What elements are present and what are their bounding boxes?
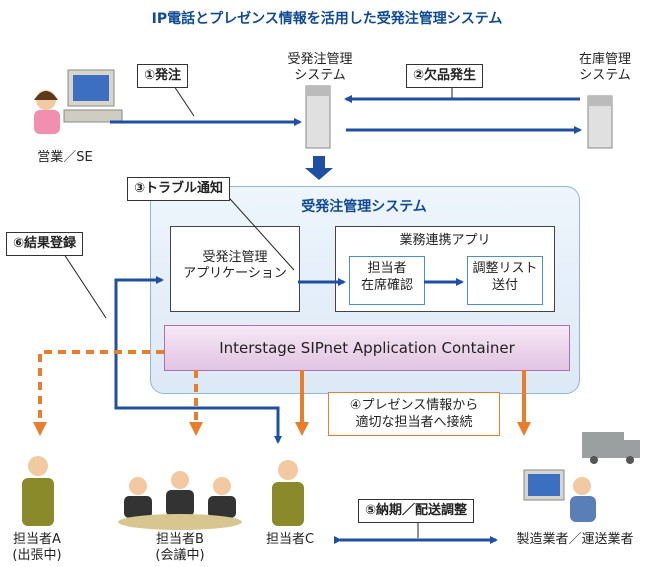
person-c-label: 担当者C [265,532,315,547]
stock-server-line1: 在庫管理 [578,52,631,67]
stock-server-icon [587,95,613,149]
step4-note: ④プレゼンス情報から 適切な担当者へ接続 [328,392,500,436]
send-list-line2: 送付 [491,278,518,293]
order-app-box: 受発注管理 アプリケーション [170,226,300,312]
order-system-title: 受発注管理システム [301,199,427,215]
order-server-line1: 受発注管理 [287,52,353,67]
person-b-line1: 担当者B [156,532,204,547]
send-list-box: 調整リスト 送付 [467,256,543,305]
step3-label: ③トラブル通知 [127,177,231,201]
step6-label: ⑥結果登録 [6,232,84,256]
sales-computer-icon [34,69,123,134]
maker-icon [523,432,640,522]
step1-label: ①発注 [137,64,189,88]
step2-label: ②欠品発生 [406,64,484,88]
step5-label: ⑤納期／配送調整 [358,499,475,523]
stock-server-label: 在庫管理 システム [560,52,650,84]
person-a-icon [22,456,54,526]
order-app-line2: アプリケーション [183,266,287,281]
order-server-icon [305,85,331,149]
stock-server-line2: システム [579,68,631,83]
maker-label: 製造業者／運送業者 [516,532,634,547]
order-server-line2: システム [294,68,346,83]
sipnet-container-bar: Interstage SIPnet Application Container [164,325,570,371]
person-c-icon [272,460,304,526]
presence-check-line1: 担当者 [367,261,407,276]
person-b-label: 担当者B (会議中) [140,532,220,564]
order-app-line1: 受発注管理 [202,250,268,265]
person-b-icon [118,471,242,530]
person-a-label: 担当者A (出張中) [2,532,72,564]
business-app-title: 業務連携アプリ [399,233,491,248]
step4-line1: ④プレゼンス情報から [349,398,479,413]
diagram-title: IP電話とプレゼンス情報を活用した受発注管理システム [151,11,503,27]
presence-check-box: 担当者 在席確認 [349,256,425,305]
person-a-line1: 担当者A [13,532,61,547]
sales-label: 営業／SE [37,150,93,165]
order-server-label: 受発注管理 システム [270,52,370,84]
send-list-line1: 調整リスト [472,261,538,276]
step4-line2: 適切な担当者へ接続 [355,415,473,430]
presence-check-line2: 在席確認 [360,278,413,293]
person-b-line2: (会議中) [155,548,205,563]
person-a-line2: (出張中) [12,548,62,563]
